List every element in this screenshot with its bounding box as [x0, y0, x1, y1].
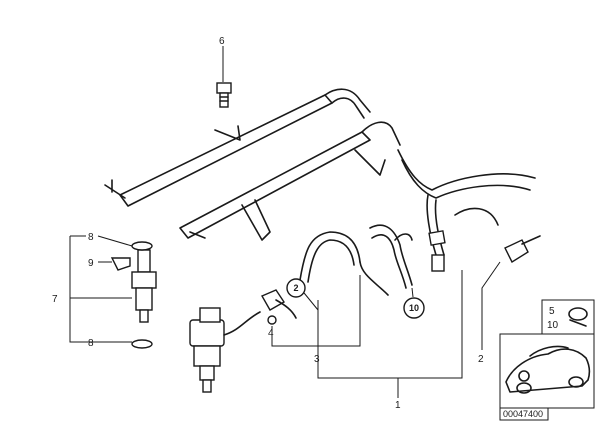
inset-label-5: 5	[549, 306, 555, 317]
badge-10: 10	[403, 297, 425, 319]
fuel-injector-small[interactable]	[131, 249, 157, 323]
fuel-feed-line[interactable]	[397, 149, 536, 272]
car-silhouette-icon	[505, 345, 591, 394]
badge-2-label: 2	[293, 283, 298, 293]
callout-1: 1	[395, 400, 401, 411]
callout-8-upper: 8	[88, 232, 94, 243]
catalog-number: 00047400	[503, 409, 543, 419]
fuel-rail-lower[interactable]	[179, 121, 401, 241]
inset-label-10: 10	[547, 320, 559, 331]
mounting-bolt[interactable]	[216, 82, 232, 108]
callout-6-top: 6	[219, 36, 225, 47]
leader-lines	[69, 46, 501, 398]
callout-4: 4	[268, 328, 274, 339]
o-ring-upper[interactable]	[131, 241, 153, 251]
hose-clamp-icon	[568, 307, 588, 321]
callout-9: 9	[88, 258, 94, 269]
inset-clamp-box: 5 10	[541, 299, 595, 335]
callout-3: 3	[314, 354, 320, 365]
callout-7: 7	[52, 294, 58, 305]
vent-hose[interactable]	[369, 224, 413, 289]
callout-2: 2	[478, 354, 484, 365]
retaining-clip[interactable]	[110, 257, 131, 271]
fuel-rail-upper[interactable]	[104, 88, 371, 207]
clamp-band-icon	[569, 319, 587, 327]
o-ring-lower[interactable]	[131, 339, 153, 349]
inset-vehicle-box: 00047400	[499, 333, 595, 421]
badge-2: 2	[286, 278, 306, 298]
pressure-regulator[interactable]	[261, 289, 297, 325]
callout-8-lower: 8	[88, 338, 94, 349]
fuel-injector-large[interactable]	[189, 307, 261, 393]
return-hose[interactable]	[299, 231, 389, 296]
hose-bolt[interactable]	[504, 235, 541, 264]
badge-10-label: 10	[409, 303, 419, 313]
